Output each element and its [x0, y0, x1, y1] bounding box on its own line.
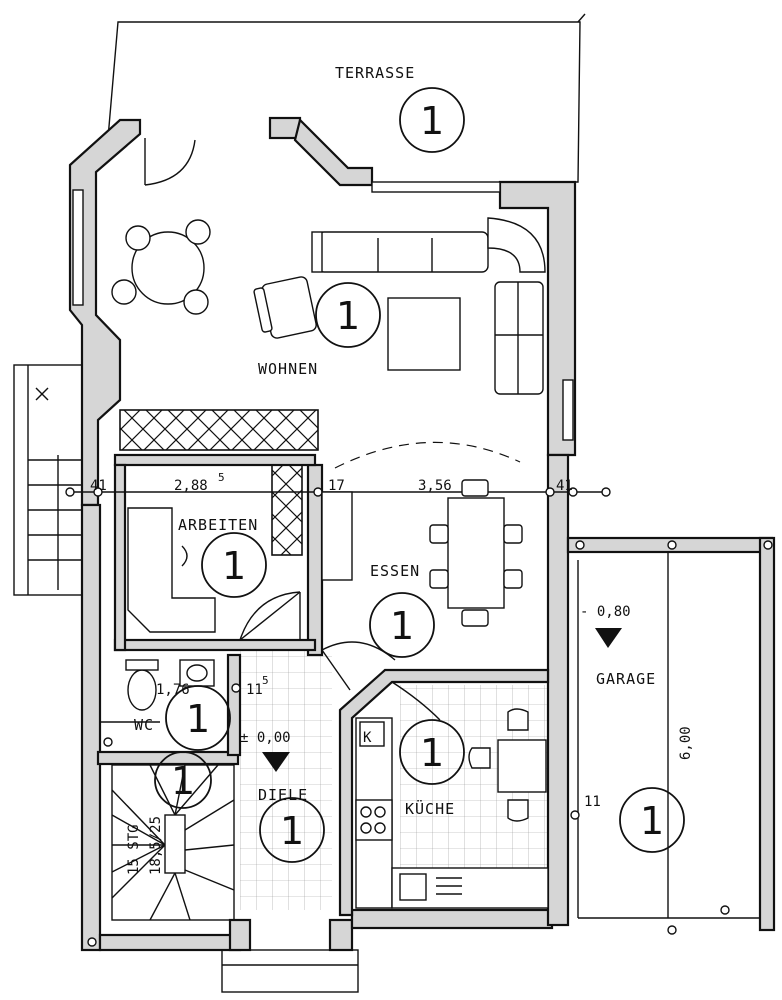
desk-chair: [181, 545, 188, 567]
badge-garage: 1: [619, 787, 685, 853]
svg-text:1: 1: [222, 544, 246, 588]
svg-text:1: 1: [420, 731, 444, 775]
garage-interior: [570, 540, 773, 935]
label-essen: ESSEN: [370, 562, 420, 580]
svg-text:1: 1: [171, 759, 195, 803]
dim-essen-width: 3,56: [418, 478, 452, 494]
sideboard: [321, 491, 353, 581]
badge-wohnen: 1: [315, 282, 381, 348]
level-triangle-garage: [595, 628, 622, 648]
badge-diele: 1: [259, 797, 325, 863]
sofa-right: [494, 281, 544, 395]
entrance-step: [221, 949, 359, 993]
dim-wall-41-left: 41: [90, 478, 107, 494]
label-arbeiten: ARBEITEN: [178, 516, 258, 534]
badge-arbeiten: 1: [201, 532, 267, 598]
dim-wc-width: 1,76: [156, 682, 190, 698]
dim-wall-17: 17: [328, 478, 345, 494]
dining-arc: [334, 441, 521, 469]
dim-arbeiten-width-sup: 5: [218, 471, 225, 484]
marker-diele: [231, 683, 241, 693]
svg-text:1: 1: [420, 99, 444, 143]
armchair: [253, 276, 317, 339]
label-diele: DIELE: [258, 786, 308, 804]
badge-kueche: 1: [399, 719, 465, 785]
dim-wall-41-right: 41: [556, 478, 573, 494]
dim-wall-11-garage: 11: [584, 794, 601, 810]
dim-wall-11-5: 11: [246, 682, 263, 698]
badge-stairs: 1: [154, 751, 212, 809]
coffee-table: [387, 297, 461, 371]
external-stair: [13, 364, 83, 596]
dining-table: [429, 479, 523, 627]
level-diele: ± 0,00: [240, 730, 291, 746]
label-garage: GARAGE: [596, 670, 656, 688]
dim-arbeiten-width: 2,88: [174, 478, 208, 494]
stairs-label-2: 18,5/25: [148, 816, 164, 875]
svg-text:1: 1: [186, 697, 210, 741]
windows: [72, 181, 574, 441]
label-wc: WC: [134, 716, 154, 734]
svg-text:1: 1: [640, 799, 664, 843]
doors: [144, 138, 441, 721]
label-terrasse: TERRASSE: [335, 64, 415, 82]
badge-terrasse: 1: [399, 87, 465, 153]
kitchen-table: [468, 708, 547, 822]
level-garage: - 0,80: [580, 604, 631, 620]
fridge-mark: K: [363, 730, 372, 746]
spiral-stair: [111, 764, 235, 921]
sofa-top: [311, 217, 546, 273]
parapet-hatch: [119, 409, 319, 451]
badge-essen: 1: [369, 592, 435, 658]
terrace-outline: [107, 13, 586, 183]
badge-wc: 1: [165, 685, 231, 751]
level-triangle-diele: [262, 752, 290, 772]
dim-wall-11-5-sup: 5: [262, 674, 269, 687]
dining-table-round: [111, 219, 211, 315]
label-kueche: KÜCHE: [405, 799, 455, 818]
label-wohnen: WOHNEN: [258, 360, 318, 378]
svg-text:1: 1: [390, 604, 414, 648]
wc-fixtures: [100, 659, 215, 747]
dim-garage-length: 6,00: [678, 726, 694, 760]
svg-text:1: 1: [280, 809, 304, 853]
chimney: [271, 464, 303, 556]
stairs-label: 15 STG: [126, 824, 142, 875]
marker-bottom-left: [87, 937, 97, 947]
desk: [127, 507, 216, 633]
hall-tiles: [240, 650, 332, 910]
svg-text:1: 1: [336, 294, 360, 338]
kitchen-counter: [355, 717, 549, 909]
